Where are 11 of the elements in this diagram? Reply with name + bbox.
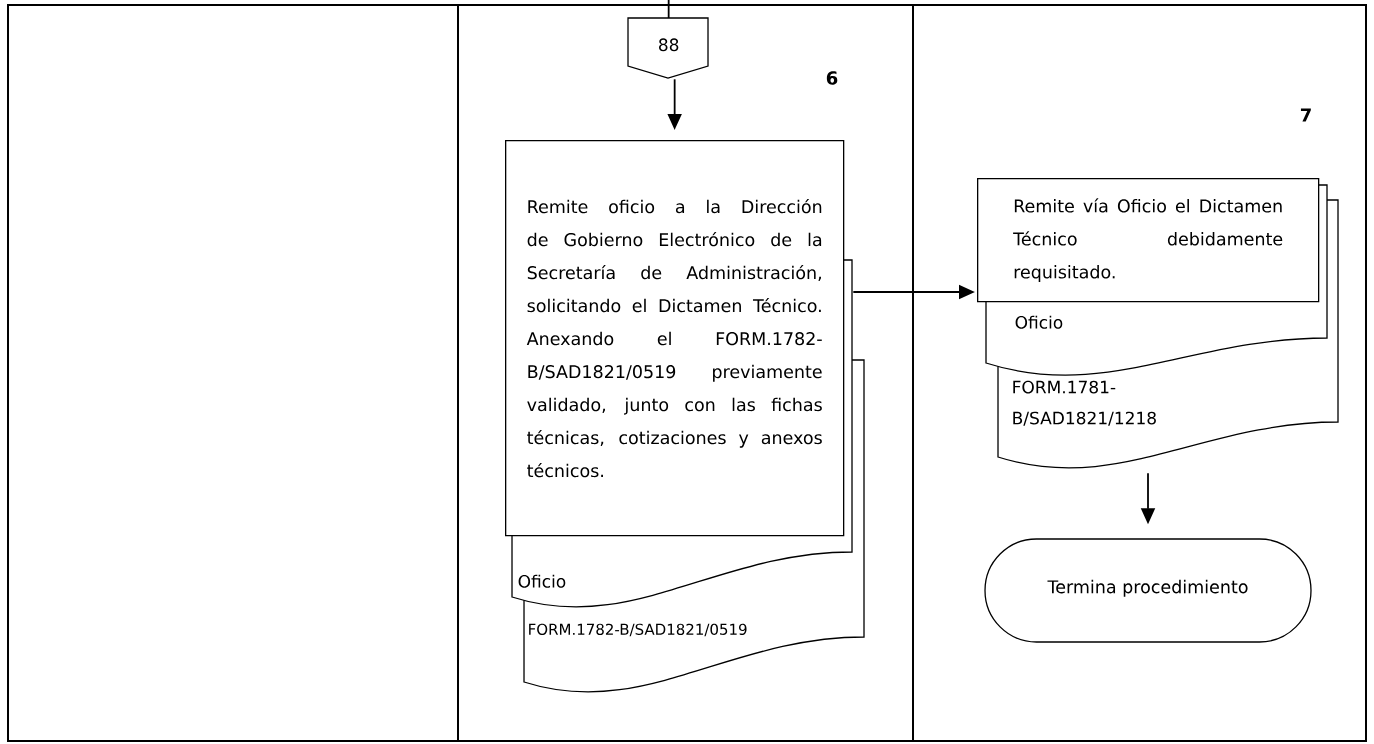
- process-box: Remite vía Oficio el Dictamen Técnico debidamente requisitado.: [977, 178, 1320, 303]
- document-label: FORM.1782-B/SAD1821/0519: [529, 623, 747, 637]
- process-box: Remite oficio a la Dirección de Gobierno Electrónico de la Secretaría de Administración, solicitando el Dictamen Técnico. Anexando el FORM.1782-B/SAD1821/0519 previamente validado, junto con las fichas técnicas, cotizaciones y anexos técnicos.: [505, 140, 845, 537]
- document-label: FORM.1781-B/SAD1821/1218: [1013, 380, 1156, 426]
- terminator: Termina procedimiento: [984, 538, 1312, 643]
- off-page-connector: 88: [627, 17, 709, 79]
- document-label: Oficio: [1015, 315, 1063, 329]
- connector-line: [667, 0, 670, 19]
- step-number: 7: [1300, 108, 1311, 122]
- step-number: 6: [826, 71, 838, 85]
- document-label: Oficio: [518, 574, 566, 588]
